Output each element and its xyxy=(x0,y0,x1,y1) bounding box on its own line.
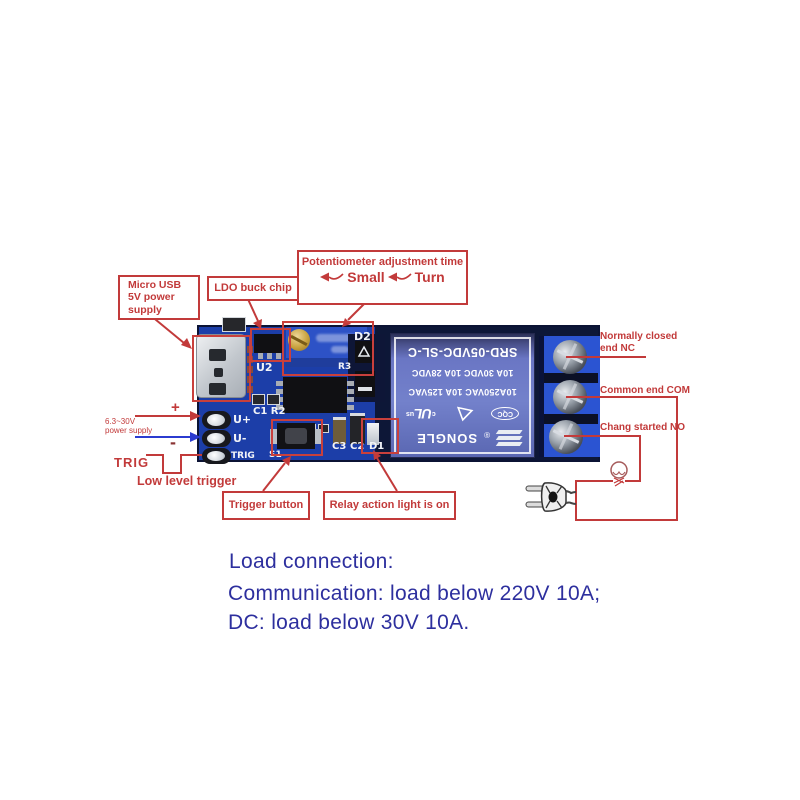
button-contact xyxy=(314,429,322,444)
arrow-trigger xyxy=(262,462,286,492)
terminal-separator xyxy=(544,414,598,424)
silk-c3: C3 xyxy=(332,441,347,452)
pot-callout-row: Small Turn xyxy=(320,268,445,285)
relay: ® SONGLE CQC c UL us 10A250VAC 10A 125VA… xyxy=(390,333,535,458)
ldo-leg xyxy=(267,353,272,359)
ic-pin xyxy=(276,381,283,386)
silk-d1: D1 xyxy=(369,441,385,452)
ic-pin xyxy=(347,397,354,402)
diode-d2 xyxy=(355,341,373,363)
ldo-leg xyxy=(276,353,281,359)
ldo-leg xyxy=(258,353,263,359)
diode-triangle-mark xyxy=(357,345,371,357)
usb-slot xyxy=(209,349,226,361)
callout-relay-light: Relay action light is on xyxy=(323,491,456,520)
pad-hole xyxy=(207,451,225,461)
button-contact xyxy=(270,429,278,444)
silk-c1r2: C1 R2 xyxy=(253,406,286,417)
capacitor-c3 xyxy=(333,417,346,444)
triangle-mark xyxy=(456,406,474,421)
silk-u2: U2 xyxy=(256,361,273,374)
arrow-relay-light xyxy=(376,457,398,492)
terminal-edge xyxy=(539,336,544,457)
label-nc: Normally closed end NC xyxy=(600,331,678,354)
power-plug-icon xyxy=(525,482,577,512)
ic-pin xyxy=(276,405,283,410)
pad-hole xyxy=(207,433,225,444)
ic-pin xyxy=(276,389,283,394)
silk-pad-u-plus: U+ xyxy=(233,413,252,426)
arrowhead xyxy=(181,338,192,349)
arrowhead xyxy=(282,456,291,466)
pad-u-minus xyxy=(202,430,231,447)
pot-turn-label: Turn xyxy=(414,268,445,285)
silk-d2: D2 xyxy=(354,330,371,343)
pad-u-plus xyxy=(202,411,231,429)
smd-component xyxy=(252,394,265,405)
usb-highlight-box xyxy=(192,335,251,402)
button-highlight-box xyxy=(271,419,323,456)
terminal-separator xyxy=(544,373,598,383)
silk-pad-trig: TRIG xyxy=(231,451,255,461)
relay-logos-row: CQC c UL us xyxy=(404,406,521,422)
pad-trig xyxy=(202,448,231,464)
footer-line-dc: DC: load below 30V 10A. xyxy=(228,611,470,634)
trigger-waveform xyxy=(146,454,202,474)
wire-load-loop xyxy=(564,396,678,521)
pot-marking-blur xyxy=(316,334,356,342)
led-highlight-box xyxy=(361,418,399,454)
timer-ic xyxy=(283,377,347,413)
diode-component xyxy=(355,371,375,397)
light-bulb-icon xyxy=(610,461,628,487)
pad-hole xyxy=(207,414,225,426)
usb-slot xyxy=(214,368,223,377)
ic-pin xyxy=(347,381,354,386)
footer-title: Load connection: xyxy=(229,550,394,573)
curved-arrow-icon xyxy=(320,272,344,282)
label-com: Common end COM xyxy=(600,385,690,396)
arrow-supply-minus xyxy=(135,432,201,442)
capacitor xyxy=(222,317,246,332)
silk-c2: C2 xyxy=(350,441,365,452)
label-trig: TRIG xyxy=(114,455,150,470)
callout-potentiometer: Potentiometer adjustment time Small Turn xyxy=(297,250,468,305)
silk-r3: R3 xyxy=(338,362,352,372)
callout-trigger-button: Trigger button xyxy=(222,491,310,520)
pot-small-label: Small xyxy=(347,268,385,285)
potentiometer-screw xyxy=(288,329,310,351)
silk-pad-u-minus: U- xyxy=(233,432,247,445)
label-plus: + xyxy=(171,399,180,416)
label-no: Chang started NO xyxy=(600,422,686,433)
footer-line-ac: Communication: load below 220V 10A; xyxy=(228,582,601,605)
label-low-level: Low level trigger xyxy=(137,474,237,488)
pot-highlight-box xyxy=(282,321,374,376)
ldo-highlight-box xyxy=(250,328,291,362)
micro-usb-connector xyxy=(196,334,246,398)
smd-component xyxy=(267,394,280,405)
arrowhead xyxy=(253,319,262,329)
trigger-button-cap xyxy=(285,428,307,444)
callout-ldo: LDO buck chip xyxy=(207,276,299,301)
arrow-ldo xyxy=(246,296,259,322)
pot-marking-blur xyxy=(331,346,349,353)
label-dc-supply: 6.3~30V power supply xyxy=(105,417,153,435)
arrowhead xyxy=(190,411,201,421)
ldo-chip xyxy=(254,334,283,353)
callout-micro-usb: Micro USB 5V power supply xyxy=(118,275,200,320)
ic-pin xyxy=(347,405,354,410)
diode-stripe xyxy=(358,387,372,391)
smd-component xyxy=(318,424,329,433)
ic-pin xyxy=(347,389,354,394)
curved-arrow-icon xyxy=(387,272,412,282)
pot-callout-title: Potentiometer adjustment time xyxy=(301,256,464,268)
led-d1 xyxy=(367,423,379,445)
usb-slot xyxy=(209,383,226,395)
label-minus: - xyxy=(170,432,176,452)
relay-print: ® SONGLE CQC c UL us 10A250VAC 10A 125VA… xyxy=(394,337,531,454)
potentiometer-base xyxy=(286,358,367,367)
